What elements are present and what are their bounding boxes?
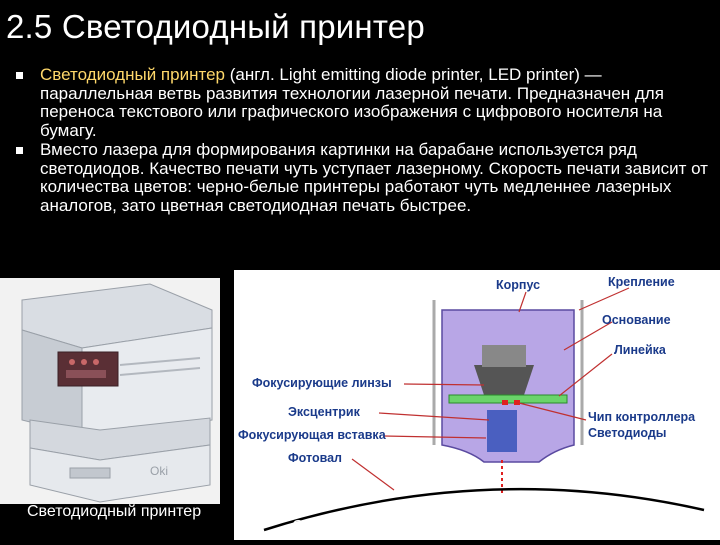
label-base: Основание (602, 313, 671, 327)
bullet-text: (англ. Light emitting diode printer, LED… (40, 65, 664, 140)
slide-title: 2.5 Светодиодный принтер (6, 8, 425, 45)
svg-text:Oki: Oki (150, 464, 168, 478)
label-body: Корпус (496, 278, 540, 292)
diagram-caption: Схема работы светодиодного принтера (292, 518, 586, 535)
lens-assembly (474, 365, 534, 395)
mount-brackets (432, 300, 584, 445)
bullet-item-definition: Светодиодный принтер (англ. Light emitti… (16, 65, 716, 140)
label-mount: Крепление (608, 275, 675, 289)
label-lenses: Фокусирующие линзы (252, 376, 392, 390)
printer-caption: Светодиодный принтер (27, 503, 202, 520)
label-drum: Фотовал (288, 451, 342, 465)
square-bullet-icon (16, 147, 23, 154)
bullet-item-technology: Вместо лазера для формирования картинки … (16, 140, 716, 215)
focusing-insert (487, 410, 517, 452)
label-chip: Чип контроллера (588, 410, 696, 424)
diagram-svg: Корпус Крепление Основание Линейка Фокус… (234, 270, 720, 540)
bullet-lead-term: Светодиодный принтер (40, 65, 225, 84)
square-bullet-icon (16, 72, 23, 79)
label-eccentric: Эксцентрик (288, 405, 361, 419)
bullet-list: Светодиодный принтер (англ. Light emitti… (16, 65, 716, 216)
label-ruler: Линейка (614, 343, 667, 357)
printer-illustration: Oki (0, 270, 232, 540)
label-leds: Светодиоды (588, 426, 666, 440)
bullet-text: Вместо лазера для формирования картинки … (40, 140, 708, 215)
led-printer-diagram: Корпус Крепление Основание Линейка Фокус… (234, 270, 720, 540)
drum-curve (263, 487, 705, 532)
printer-photo: Oki (0, 270, 232, 540)
label-insert: Фокусирующая вставка (238, 428, 387, 442)
